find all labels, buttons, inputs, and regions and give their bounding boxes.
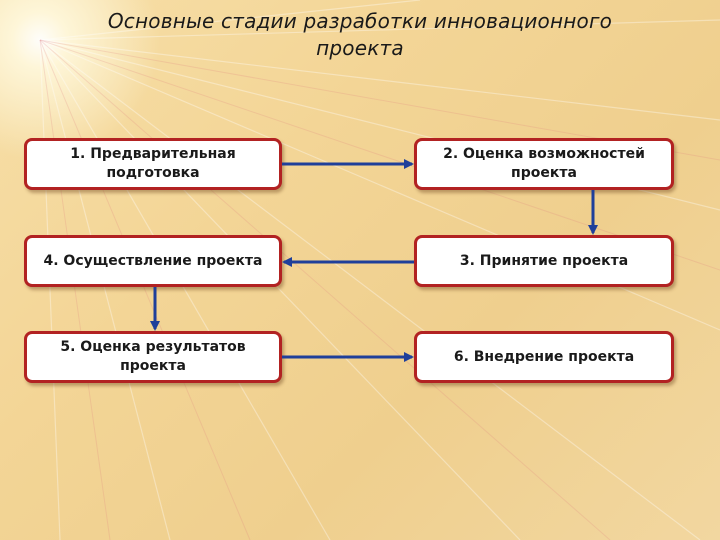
title-line-1: Основные стадии разработки инновационног…: [107, 9, 613, 33]
stage-box-2: 2. Оценка возможностей проекта: [414, 138, 674, 190]
stage-box-3: 3. Принятие проекта: [414, 235, 674, 287]
stage-box-1: 1. Предварительная подготовка: [24, 138, 282, 190]
page-title: Основные стадии разработки инновационног…: [0, 8, 720, 62]
title-line-2: проекта: [316, 36, 404, 60]
stage-box-6: 6. Внедрение проекта: [414, 331, 674, 383]
stage-box-4: 4. Осуществление проекта: [24, 235, 282, 287]
stage-box-5: 5. Оценка результатов проекта: [24, 331, 282, 383]
